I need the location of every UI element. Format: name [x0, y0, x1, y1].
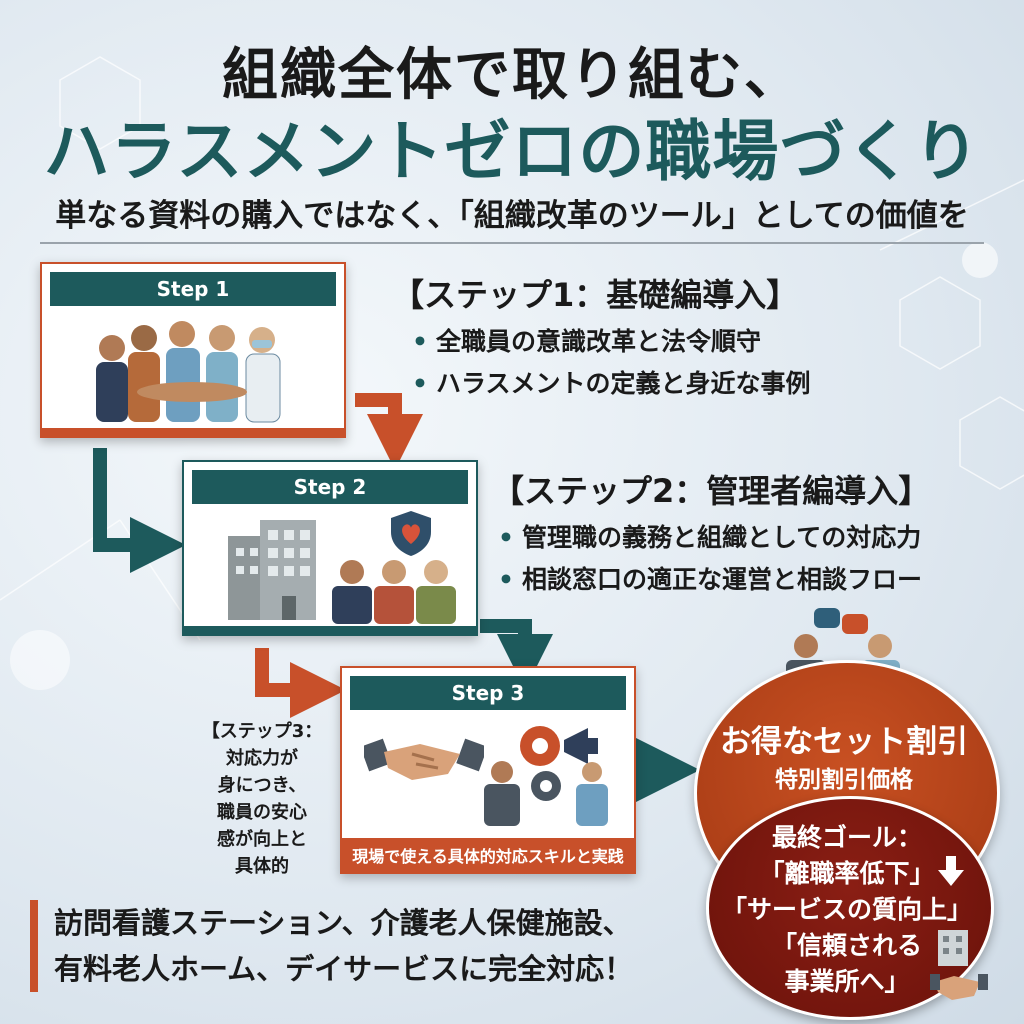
step2-heading: 【ステップ2：管理者編導入】 — [492, 472, 931, 510]
goal-line-1: 最終ゴール： — [771, 823, 922, 852]
step2-bullet-2: •相談窓口の適正な運営と相談フロー — [498, 565, 922, 594]
step1-card: Step 1 — [40, 262, 346, 438]
down-arrow-icon — [938, 856, 964, 886]
megaphone-icon — [564, 728, 598, 764]
goal-line-4: 「信頼される — [771, 931, 922, 960]
step2-card: Step 2 — [182, 460, 478, 636]
step3-card: Step 3 現場で使える具体的対応スキルと実践 — [340, 666, 636, 874]
gears-icon — [520, 726, 561, 801]
step3-label: Step 3 — [350, 676, 626, 710]
goal-line-5: 事業所へ」 — [784, 967, 910, 996]
arrow-step1-right — [355, 393, 423, 470]
step3-note: 【ステップ3： 対応力が 身につき、 職員の安心 感が向上と 具体的 — [201, 721, 323, 877]
goal-line-3: 「サービスの質向上」 — [721, 895, 972, 924]
step2-bullet-1: •管理職の義務と組織としての対応力 — [498, 523, 922, 552]
arrow-step2-right — [480, 619, 553, 690]
staff-icon — [484, 761, 608, 826]
title-line-1: 組織全体で取り組む、 — [222, 43, 802, 108]
arrow-step2-left — [255, 648, 346, 718]
step3-caption: 現場で使える具体的対応スキルと実践 — [342, 838, 634, 872]
goal-building-icon — [938, 930, 968, 966]
divider — [40, 242, 984, 244]
arrow-step1-left — [93, 448, 186, 573]
step1-heading: 【ステップ1：基礎編導入】 — [392, 276, 799, 314]
goal-handshake-icon — [930, 974, 988, 1000]
team-hands-icon — [96, 321, 281, 423]
subtitle: 単なる資料の購入ではなく、「組織改革のツール」としての価値を — [55, 198, 969, 234]
step2-label: Step 2 — [192, 470, 468, 504]
managers-icon — [332, 560, 456, 624]
handshake-icon — [364, 738, 484, 780]
goal-line-2: 「離職率低下」 — [759, 859, 935, 888]
bottom-note: 訪問看護ステーション、介護老人保健施設、 有料老人ホーム、デイサービスに完全対応… — [30, 900, 633, 992]
offer-subtitle: 特別割引価格 — [775, 767, 913, 793]
building-icon — [228, 520, 316, 620]
offer-title: お得なセット割引 — [720, 724, 968, 760]
step1-bullet-1: •全職員の意識改革と法令順守 — [412, 327, 761, 356]
title-line-2: ハラスメントゼロの職場づくり — [43, 113, 981, 190]
shield-heart-icon — [391, 511, 431, 556]
step1-bullet-2: •ハラスメントの定義と身近な事例 — [412, 369, 811, 398]
step1-label: Step 1 — [50, 272, 336, 306]
